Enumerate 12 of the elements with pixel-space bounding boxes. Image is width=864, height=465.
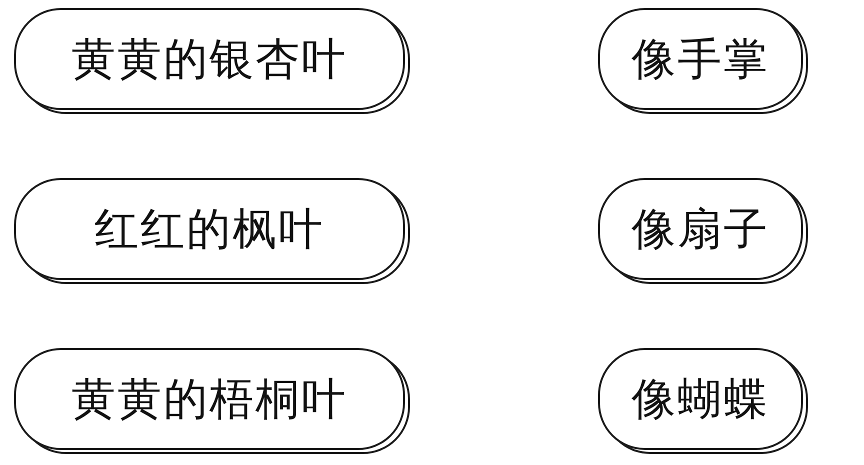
phrase-text: 像扇子: [632, 202, 770, 256]
phrase-card: [598, 348, 808, 455]
phrase-text: 像蝴蝶: [632, 372, 770, 426]
phrase-text: 黄黄的梧桐叶: [72, 372, 348, 426]
phrase-text: 像手掌: [632, 32, 770, 86]
phrase-card: [598, 8, 808, 115]
phrase-card: [14, 8, 410, 115]
phrase-text: 红红的枫叶: [94, 202, 324, 256]
phrase-card: [14, 348, 410, 455]
phrase-text: 黄黄的银杏叶: [72, 32, 348, 86]
phrase-card: [598, 178, 808, 285]
phrase-card: [14, 178, 410, 285]
